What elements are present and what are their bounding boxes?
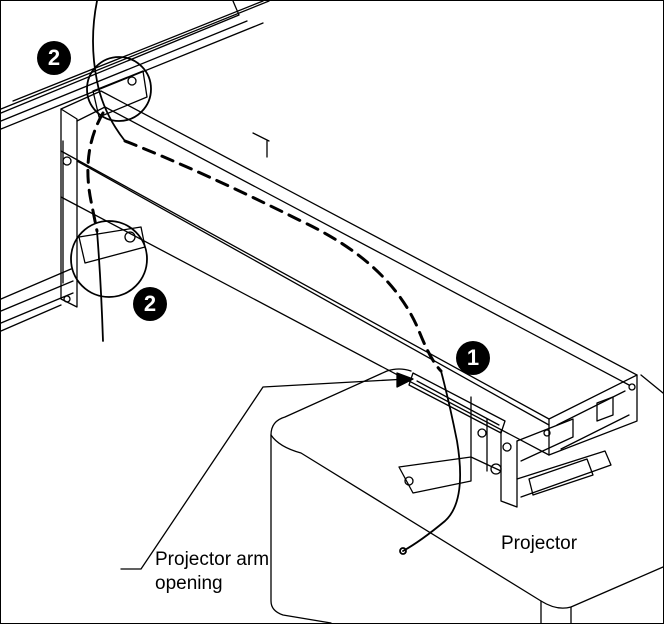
arm-opening-label-line1: Projector arm	[155, 549, 270, 570]
cable-route-dashed	[123, 139, 443, 373]
projector-bracket	[398, 396, 612, 508]
highlight-circle-top	[86, 56, 152, 122]
arm-opening-label-line2: opening	[155, 573, 223, 594]
arm-opening-arrow	[396, 372, 414, 388]
callout-2-bottom: 2	[133, 287, 167, 321]
wall-plate	[60, 70, 148, 308]
projector-body	[270, 368, 663, 623]
projector-arm	[60, 90, 638, 456]
callout-1: 1	[456, 341, 490, 375]
arm-opening-leader	[120, 378, 408, 570]
power-cable	[92, 1, 462, 555]
highlight-circle-bottom	[70, 220, 148, 298]
projector-label: Projector	[501, 533, 578, 554]
callout-2-top: 2	[37, 41, 71, 75]
